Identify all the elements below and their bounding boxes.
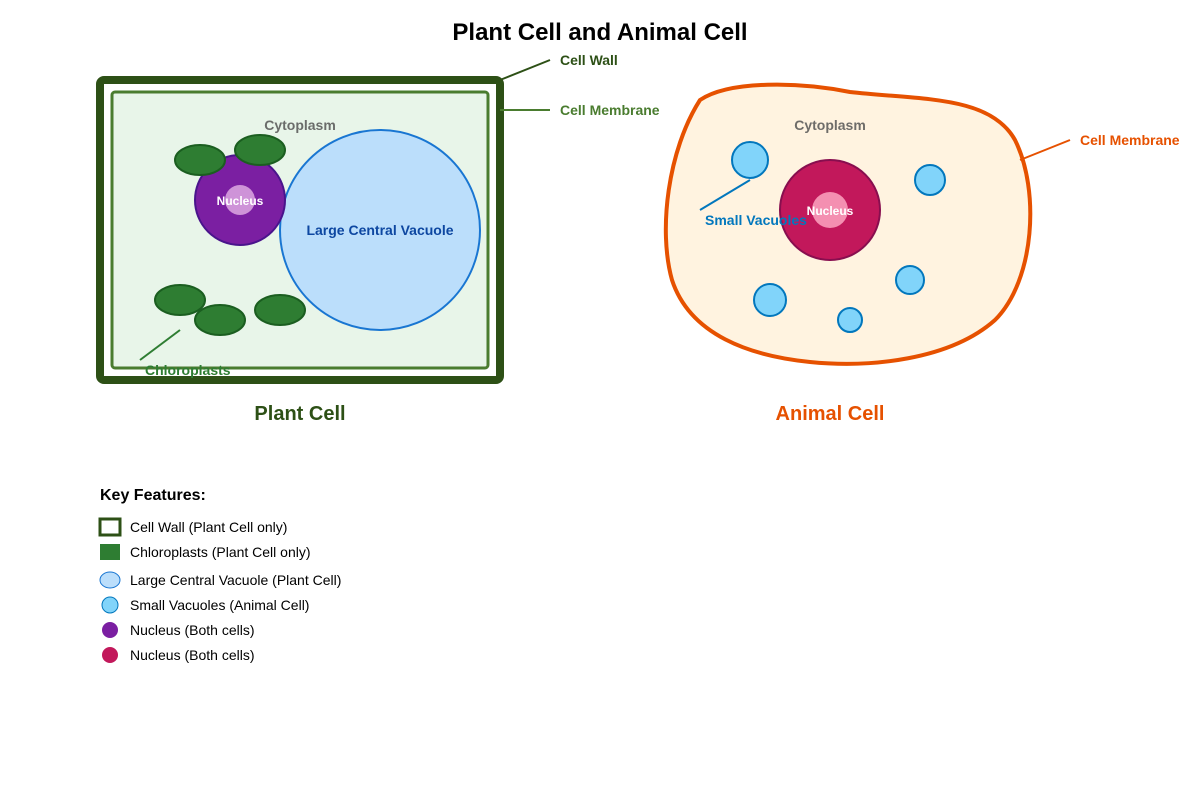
chloroplast-icon xyxy=(100,544,120,560)
legend-item-label: Chloroplasts (Plant Cell only) xyxy=(130,544,311,560)
plant-nucleus-label: Nucleus xyxy=(217,194,264,208)
cell-wall-pointer-line xyxy=(499,59,551,81)
animal-cell: Cytoplasm Nucleus Small Vacuoles Cell Me… xyxy=(663,82,1180,425)
chloroplasts-pointer-line xyxy=(139,329,181,361)
small-vacuole xyxy=(914,164,946,196)
cell-wall-label: Cell Wall xyxy=(560,52,618,68)
large-central-vacuole xyxy=(279,129,481,331)
chloroplasts-label: Chloroplasts xyxy=(145,362,231,378)
large-central-vacuole-label: Large Central Vacuole xyxy=(306,222,453,238)
animal-membrane-pointer-line xyxy=(1019,139,1071,161)
small-vacuole xyxy=(837,307,863,333)
plant-cell-membrane-label: Cell Membrane xyxy=(560,102,660,118)
plant-cell: Cytoplasm Large Central Vacuole Nucleus … xyxy=(96,52,660,425)
legend-title: Key Features: xyxy=(100,487,206,504)
legend-item-label: Nucleus (Both cells) xyxy=(130,647,255,663)
legend-item-label: Large Central Vacuole (Plant Cell) xyxy=(130,572,341,588)
plant-nucleus-icon xyxy=(102,622,118,638)
chloroplast xyxy=(194,304,246,336)
plant-nucleolus xyxy=(225,185,255,215)
small-vacuole xyxy=(731,141,769,179)
small-vacuole-icon xyxy=(101,596,119,614)
plant-cell-caption: Plant Cell xyxy=(254,403,345,425)
large-vacuole-icon xyxy=(99,571,121,589)
chloroplast xyxy=(174,144,226,176)
animal-nucleus-label: Nucleus xyxy=(807,204,854,218)
small-vacuole xyxy=(753,283,787,317)
animal-cell-membrane-label: Cell Membrane xyxy=(1080,132,1180,148)
plant-cytoplasm-label: Cytoplasm xyxy=(264,117,336,133)
legend-item-label: Small Vacuoles (Animal Cell) xyxy=(130,597,309,613)
legend: Key Features: Cell Wall (Plant Cell only… xyxy=(98,487,341,663)
animal-cell-caption: Animal Cell xyxy=(776,403,885,425)
animal-cytoplasm-label: Cytoplasm xyxy=(794,117,866,133)
animal-nucleolus xyxy=(812,192,848,228)
diagram-title: Plant Cell and Animal Cell xyxy=(452,19,747,46)
chloroplast xyxy=(254,294,306,326)
legend-item-label: Cell Wall (Plant Cell only) xyxy=(130,519,287,535)
chloroplast xyxy=(234,134,286,166)
small-vacuoles-label: Small Vacuoles xyxy=(705,212,807,228)
legend-item-label: Nucleus (Both cells) xyxy=(130,622,255,638)
small-vacuole xyxy=(895,265,925,295)
animal-nucleus-icon xyxy=(102,647,118,663)
cell-wall-icon xyxy=(98,517,122,537)
small-vacuoles-pointer-line xyxy=(699,179,751,211)
chloroplast xyxy=(154,284,206,316)
